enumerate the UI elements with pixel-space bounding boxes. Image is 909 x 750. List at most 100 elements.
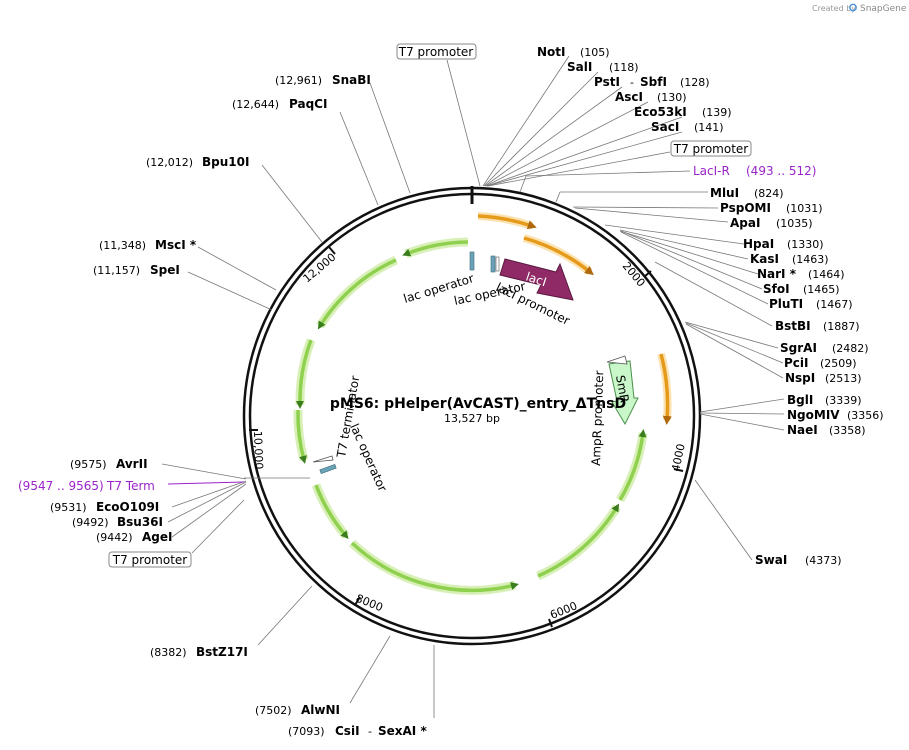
smr-arrow[interactable]	[608, 360, 639, 426]
site-agei-pos: (9442)	[96, 531, 133, 544]
site-avrii-name[interactable]: AvrII	[116, 457, 148, 471]
t7-promoter-box-1	[396, 43, 477, 60]
t7-promoter-label-1: T7 promoter	[398, 45, 474, 59]
site-bstz17i-name[interactable]: BstZ17I	[196, 645, 248, 659]
lac-operator-label-3: lac operator	[347, 422, 389, 494]
site-bgli-name[interactable]: BglI	[787, 393, 813, 407]
site-hpai-name[interactable]: HpaI	[743, 237, 774, 251]
credit-prefix: Created by	[812, 4, 856, 13]
site-bgli-pos: (3339)	[825, 394, 862, 407]
site-pluti-name[interactable]: PluTI	[769, 297, 803, 311]
site-alwni-name[interactable]: AlwNI	[301, 703, 340, 717]
laci-arrow[interactable]	[499, 258, 574, 301]
tick-label-8000: 8000	[354, 592, 385, 615]
green-arrow-2	[316, 255, 398, 330]
orange-arrow-1	[477, 212, 537, 230]
site-mlui-pos: (824)	[754, 187, 784, 200]
site-sfoi-pos: (1465)	[803, 283, 840, 296]
laci-promoter-marker	[495, 256, 500, 272]
site-msci-name[interactable]: MscI *	[155, 238, 197, 252]
site-nari-name[interactable]: NarI *	[757, 267, 797, 281]
t7-term-primer-leader	[167, 481, 245, 485]
site-sgrai-name[interactable]: SgrAI	[780, 341, 817, 355]
site-swai-name[interactable]: SwaI	[755, 553, 787, 567]
site-bsu36i-name[interactable]: Bsu36I	[117, 515, 163, 529]
site-apai-name[interactable]: ApaI	[730, 216, 760, 230]
site-bstbi-pos: (1887)	[823, 320, 860, 333]
site-pspomi-pos: (1031)	[786, 202, 823, 215]
site-sfoi-name[interactable]: SfoI	[763, 282, 790, 296]
site-sali-name[interactable]: SalI	[567, 60, 592, 74]
lac-operator-marker-3	[319, 463, 337, 475]
site-nari-pos: (1464)	[808, 268, 845, 281]
site-agei-name[interactable]: AgeI	[142, 530, 172, 544]
site-bstbi-name[interactable]: BstBI	[775, 319, 811, 333]
primer-laci-r-range: (493 .. 512)	[746, 164, 816, 178]
green-arrow-4	[293, 409, 309, 464]
site-nspi-name[interactable]: NspI	[785, 371, 815, 385]
map-length: 13,527 bp	[444, 412, 500, 425]
site-apai-pos: (1035)	[776, 217, 813, 230]
site-noti-name[interactable]: NotI	[537, 45, 566, 59]
site-paqci-pos: (12,644)	[232, 98, 279, 111]
site-asci-pos: (130)	[657, 91, 687, 104]
green-arrow-6	[348, 539, 519, 595]
t7-promoter-box-3	[108, 551, 192, 568]
leader-lines	[161, 55, 785, 718]
site-noti-pos: (105)	[580, 46, 610, 59]
site-hpai-pos: (1330)	[787, 238, 824, 251]
site-pcii-pos: (2509)	[820, 357, 857, 370]
site-psti-name[interactable]: PstI	[594, 75, 620, 89]
site-bpu10i-name[interactable]: Bpu10I	[202, 155, 249, 169]
site-ngomiv-name[interactable]: NgoMIV	[787, 408, 840, 422]
site-sexai-name[interactable]: SexAI *	[378, 724, 427, 738]
site-eco53ki-name[interactable]: Eco53kI	[634, 105, 687, 119]
tick-marks	[249, 246, 684, 628]
site-sgrai-pos: (2482)	[832, 342, 869, 355]
t7-promoter-label-3: T7 promoter	[112, 553, 188, 567]
map-title: pMS6: pHelper(AvCAST)_entry_ΔTnsD	[330, 396, 626, 412]
smr-label: SmR	[613, 374, 632, 404]
site-csii-sep: -	[368, 725, 372, 738]
site-ecoo109i-name[interactable]: EcoO109I	[96, 500, 159, 514]
site-swai-pos: (4373)	[805, 554, 842, 567]
site-naei-pos: (3358)	[829, 424, 866, 437]
site-mlui-name[interactable]: MluI	[710, 186, 739, 200]
site-kasi-pos: (1463)	[792, 253, 829, 266]
site-sali-pos: (118)	[609, 61, 639, 74]
site-paqci-name[interactable]: PaqCI	[289, 97, 327, 111]
site-eco53ki-pos: (139)	[702, 106, 732, 119]
lac-operator-marker-1	[469, 251, 475, 271]
site-csii-name[interactable]: CsiI	[335, 724, 360, 738]
laci-label: lacI	[524, 270, 548, 290]
site-kasi-name[interactable]: KasI	[750, 252, 779, 266]
site-spei-name[interactable]: SpeI	[150, 263, 180, 277]
site-snabi-pos: (12,961)	[275, 74, 322, 87]
site-naei-name[interactable]: NaeI	[787, 423, 818, 437]
site-saci-pos: (141)	[694, 121, 724, 134]
site-psti-pos: (128)	[680, 76, 710, 89]
t7-promoter-label-2: T7 promoter	[673, 142, 749, 156]
site-ecoo109i-pos: (9531)	[50, 501, 87, 514]
site-saci-name[interactable]: SacI	[651, 120, 679, 134]
site-alwni-pos: (7502)	[255, 704, 292, 717]
snapgene-logo-icon	[849, 3, 857, 12]
site-asci-name[interactable]: AscI	[615, 90, 643, 104]
site-sbfi-name[interactable]: SbfI	[640, 75, 667, 89]
green-arrow-5	[311, 483, 350, 540]
ampr-promoter-arrow	[606, 355, 628, 365]
site-pcii-name[interactable]: PciI	[784, 356, 809, 370]
t7-promoter-box-2	[670, 140, 752, 157]
orange-arrow-3	[657, 352, 672, 425]
orange-arrow-2	[522, 234, 594, 276]
site-snabi-name[interactable]: SnaBI	[332, 73, 371, 87]
site-csii-pos: (7093)	[288, 725, 325, 738]
site-pspomi-name[interactable]: PspOMI	[720, 201, 771, 215]
tick-label-10000: 10,000	[251, 431, 265, 470]
primer-t7-term-range: (9547 .. 9565)	[18, 479, 104, 493]
t7-terminator-marker	[312, 455, 334, 463]
site-bsu36i-pos: (9492)	[72, 516, 109, 529]
lac-operator-marker-2	[490, 255, 496, 273]
ampr-promoter-label: AmpR promoter	[589, 370, 606, 466]
